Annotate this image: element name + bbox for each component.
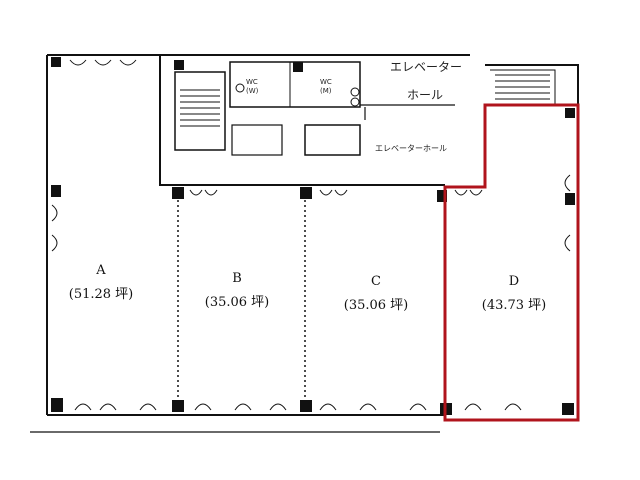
unit-d-highlight [443,103,580,422]
elevator-hall-label: エレベーターホール [375,144,447,153]
unit-a-name: A [96,263,106,278]
unit-a[interactable]: A (51.28 坪) [69,262,134,304]
unit-b[interactable]: B (35.06 坪) [205,270,270,312]
unit-c-name: C [371,274,381,289]
unit-b-area: (35.06 坪) [204,295,270,310]
stairwell-right [490,69,556,105]
stairwell-left [174,71,226,151]
unit-c[interactable]: C (35.06 坪) [344,273,409,315]
unit-a-area: (51.28 坪) [68,287,134,302]
columns [51,57,575,415]
unit-d-area: (43.73 坪) [481,298,547,313]
core-boundary [159,55,445,186]
wc-men-label: WC (M) [320,78,332,95]
unit-b-name: B [232,271,242,286]
unit-d-name: D [508,274,520,289]
hall-label: ホール [407,88,444,102]
unit-c-area: (35.06 坪) [343,298,409,313]
unit-d[interactable]: D (43.73 坪) [482,273,547,315]
wc-women-label: WC (W) [246,78,259,95]
elevator-label: エレベーター [390,60,463,74]
